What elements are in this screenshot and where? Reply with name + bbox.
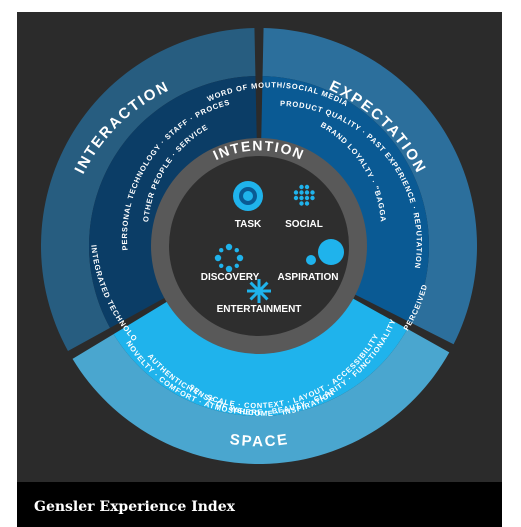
mode-label-task: TASK bbox=[235, 219, 262, 230]
dot bbox=[304, 184, 310, 190]
intention-core bbox=[169, 156, 349, 336]
mode-label-aspiration: ASPIRATION bbox=[278, 272, 339, 283]
dot-ring-icon bbox=[214, 243, 244, 273]
dot bbox=[234, 263, 239, 268]
caption-title: Gensler Experience Index bbox=[34, 499, 235, 515]
space-outer-ring bbox=[72, 328, 450, 464]
growing-circles-icon bbox=[306, 239, 344, 265]
dot bbox=[234, 248, 239, 253]
dot bbox=[310, 190, 315, 195]
dot bbox=[299, 195, 304, 201]
dot-grid-icon bbox=[293, 184, 315, 206]
expectation-sector bbox=[261, 76, 429, 323]
ray bbox=[260, 292, 269, 301]
dot bbox=[310, 195, 315, 201]
diagram-panel: INTERACTION EXPECTATION SPACE WORD OF MO… bbox=[17, 12, 502, 527]
dot bbox=[293, 190, 299, 195]
mode-label-discovery: DISCOVERY bbox=[201, 272, 260, 283]
dot bbox=[236, 254, 244, 262]
ray bbox=[249, 281, 258, 290]
dot bbox=[219, 248, 224, 253]
dot bbox=[225, 265, 233, 273]
ray bbox=[260, 281, 269, 290]
dot bbox=[299, 184, 304, 190]
interaction-sector bbox=[88, 76, 257, 328]
dot bbox=[225, 243, 233, 251]
mode-label-entertainment: ENTERTAINMENT bbox=[217, 304, 302, 315]
caption-bar: Gensler Experience Index bbox=[17, 482, 502, 527]
dot bbox=[304, 201, 310, 206]
dot bbox=[293, 195, 299, 201]
starburst-icon bbox=[247, 279, 271, 303]
space-title: SPACE bbox=[229, 431, 290, 450]
dot bbox=[299, 201, 304, 206]
dot bbox=[299, 190, 304, 195]
starburst-center bbox=[255, 287, 263, 295]
ray bbox=[249, 292, 258, 301]
expectation-outer-ring bbox=[262, 28, 477, 345]
target-icon bbox=[233, 181, 263, 211]
mode-label-social: SOCIAL bbox=[285, 219, 323, 230]
experience-wheel: INTERACTION EXPECTATION SPACE WORD OF MO… bbox=[17, 12, 477, 464]
dot bbox=[304, 195, 310, 201]
dot bbox=[214, 254, 222, 262]
dot bbox=[304, 190, 310, 195]
dot bbox=[219, 263, 224, 268]
interaction-outer-ring bbox=[41, 28, 256, 352]
